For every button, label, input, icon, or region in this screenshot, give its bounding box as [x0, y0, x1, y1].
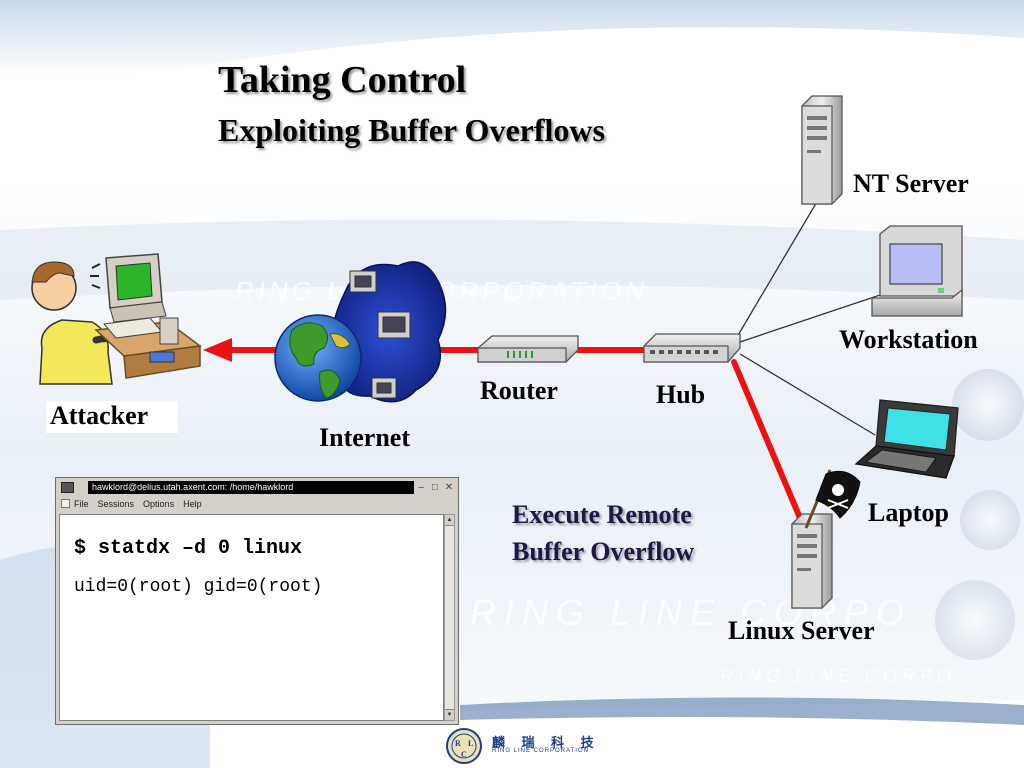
caption-line-1: Execute Remote [512, 500, 692, 529]
terminal-titlebar[interactable]: hawklord@delius.utah.axent.com: /home/ha… [58, 480, 456, 495]
hub-label: Hub [656, 380, 706, 409]
workstation-icon [871, 225, 963, 317]
internet-globe-icon [274, 261, 447, 403]
slide-subtitle: Exploiting Buffer Overflows [218, 112, 605, 148]
menu-help[interactable]: Help [183, 498, 202, 509]
menu-file[interactable]: File [74, 498, 89, 509]
logo-letter-r: R [455, 739, 461, 748]
terminal-scrollbar[interactable]: ▲ ▼ [444, 514, 455, 721]
terminal-window: hawklord@delius.utah.axent.com: /home/ha… [55, 477, 459, 725]
close-icon[interactable]: ✕ [444, 482, 454, 493]
nt-server-icon [801, 95, 843, 205]
terminal-menu-icon[interactable] [61, 499, 70, 508]
company-logo-icon: R L C [446, 728, 482, 764]
terminal-menubar: File Sessions Options Help [58, 496, 456, 511]
company-name-en: RING LINE CORPORATION [492, 748, 589, 754]
terminal-output-area[interactable]: $ statdx –d 0 linux uid=0(root) gid=0(ro… [59, 514, 444, 721]
terminal-output: uid=0(root) gid=0(root) [74, 577, 323, 597]
attack-arrowhead [203, 338, 232, 362]
linux-server-label: Linux Server [728, 616, 875, 645]
scroll-up-icon[interactable]: ▲ [445, 515, 454, 526]
workstation-label: Workstation [839, 325, 978, 354]
attacker-icon [31, 253, 202, 385]
svg-text:RING LINE CORPO: RING LINE CORPO [720, 666, 956, 686]
menu-options[interactable]: Options [143, 498, 175, 509]
terminal-command: $ statdx –d 0 linux [74, 537, 303, 560]
terminal-title: hawklord@delius.utah.axent.com: /home/ha… [88, 481, 414, 494]
terminal-system-menu-icon[interactable] [61, 482, 74, 493]
minimize-icon[interactable]: – [418, 482, 424, 493]
exploit-caption: Execute Remote Buffer Overflow [512, 496, 694, 570]
linux-server-icon [791, 513, 833, 609]
menu-sessions[interactable]: Sessions [97, 498, 135, 509]
internet-label: Internet [319, 423, 410, 452]
slide-title: Taking Control [218, 59, 467, 101]
logo-letter-l: L [468, 739, 473, 748]
laptop-label: Laptop [868, 498, 949, 527]
company-name-cjk: 麟 瑞 科 技 [492, 736, 600, 751]
laptop-icon [854, 399, 959, 479]
attacker-label: Attacker [46, 401, 179, 433]
pirate-flag-icon [804, 469, 861, 529]
network-links [736, 199, 881, 436]
scroll-down-icon[interactable]: ▼ [445, 709, 454, 720]
nt-server-label: NT Server [853, 169, 969, 198]
router-icon [477, 335, 579, 363]
hub-icon [643, 333, 741, 363]
maximize-icon[interactable]: □ [431, 482, 439, 493]
logo-letter-c: C [461, 750, 467, 759]
caption-line-2: Buffer Overflow [512, 537, 695, 566]
router-label: Router [480, 376, 558, 405]
